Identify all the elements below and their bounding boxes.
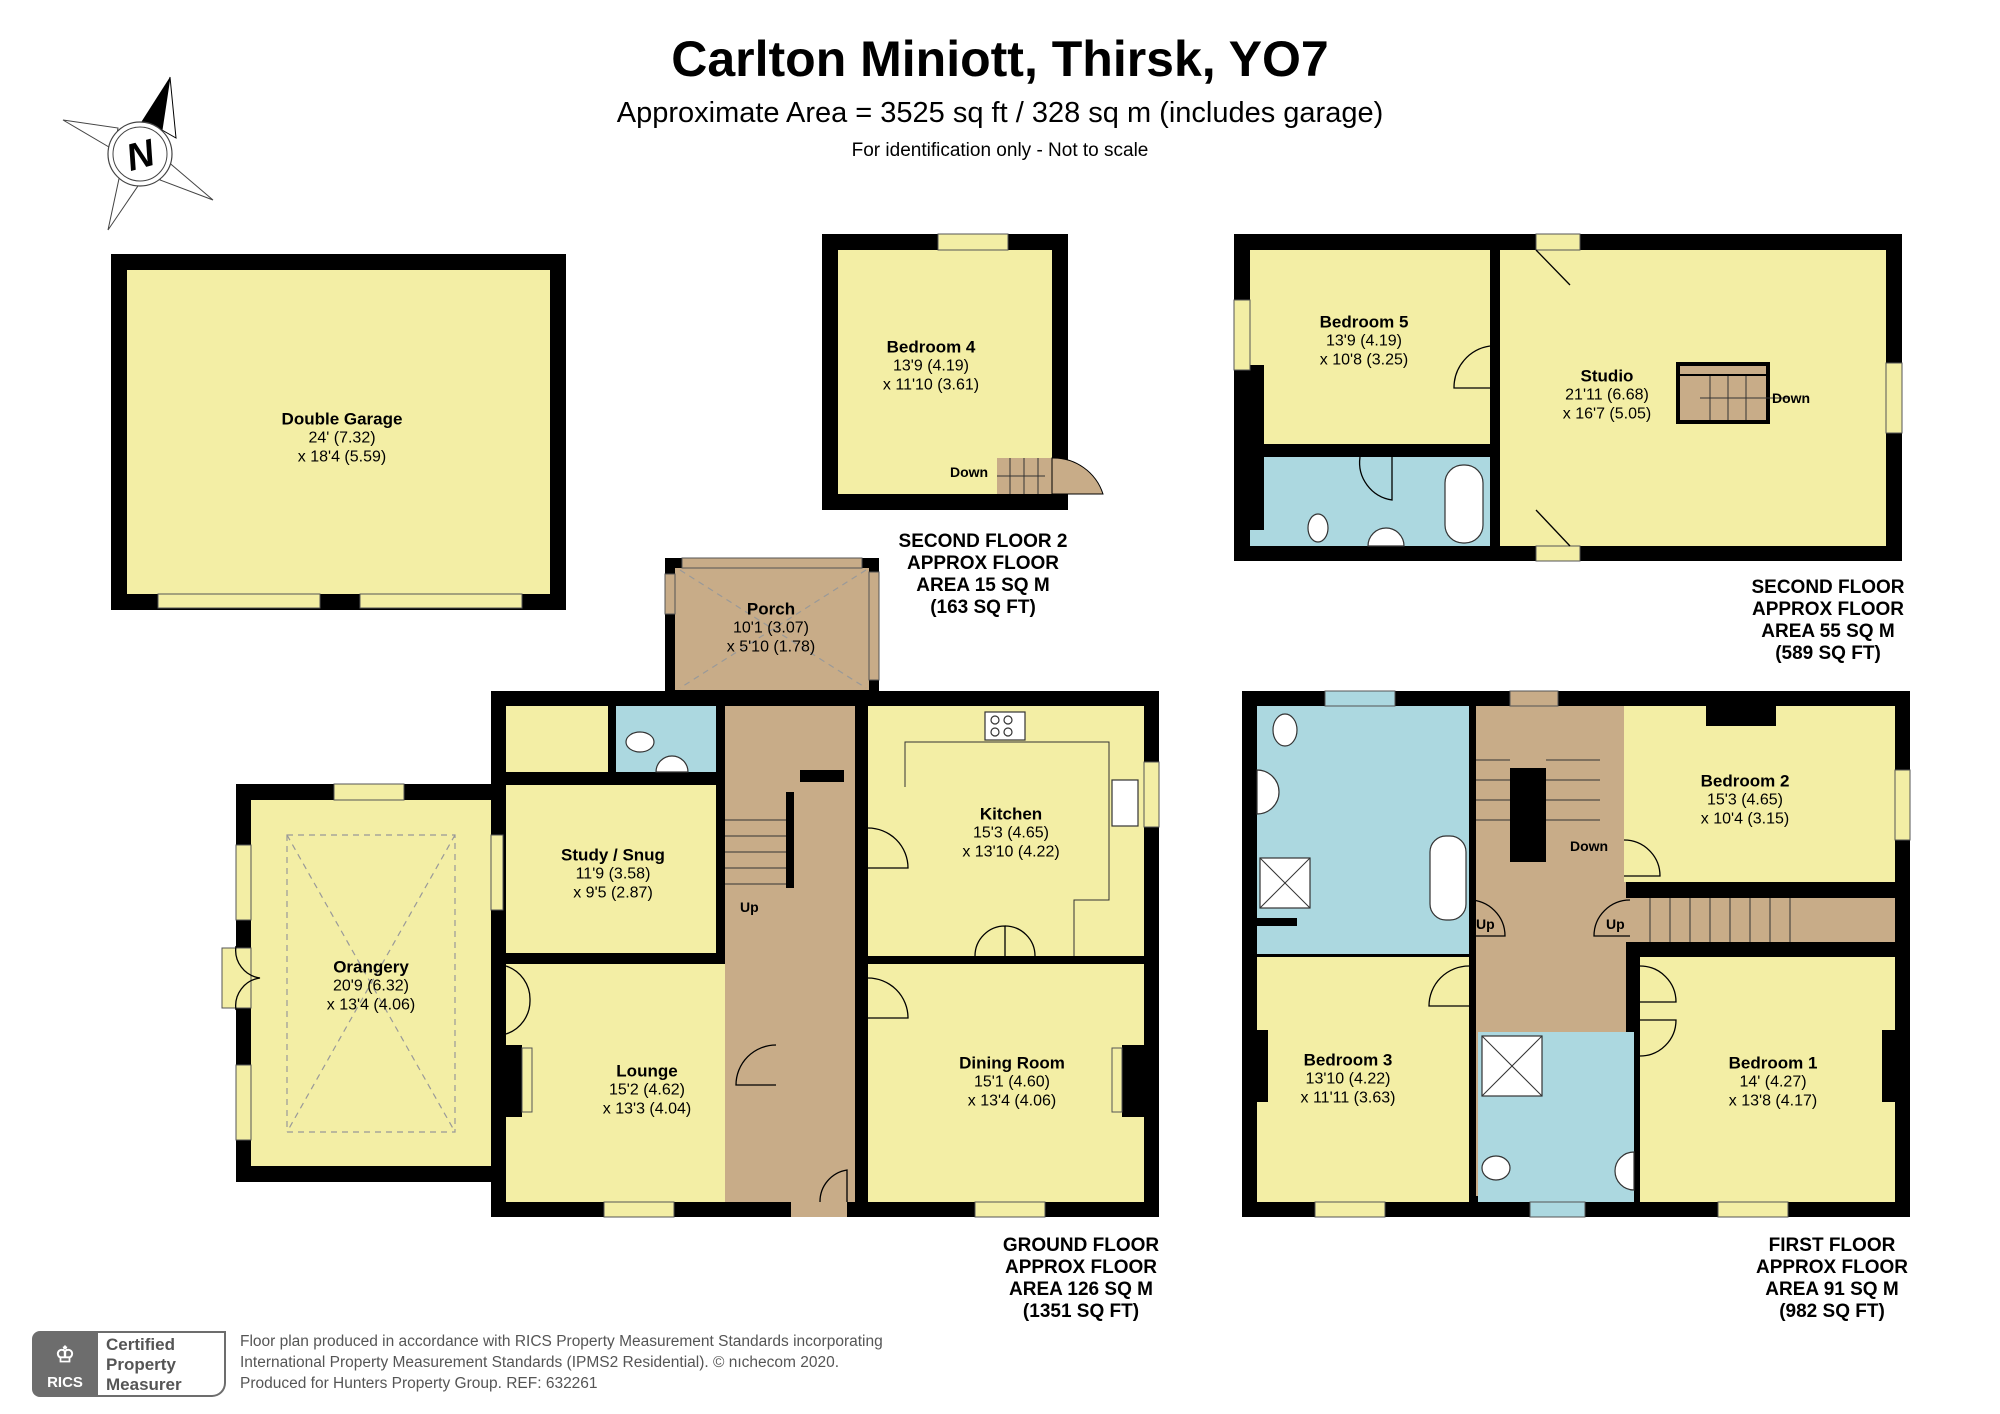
stairs-up-label: Up: [1476, 916, 1495, 932]
second-floor-2-plan: [822, 233, 1104, 510]
room-porch: Porch 10'1 (3.07) x 5'10 (1.78): [726, 599, 816, 656]
ground-floor-plan: [221, 557, 1160, 1218]
second-floor-plan: [1233, 233, 1903, 562]
footer-disclaimer: Floor plan produced in accordance with R…: [240, 1333, 883, 1392]
stairs-up-label: Up: [740, 899, 759, 915]
stairs-down-label: Down: [950, 464, 989, 480]
north-compass-icon: N: [62, 76, 214, 231]
page-title: Carlton Miniott, Thirsk, YO7: [671, 31, 1329, 87]
first-floor-plan: [1242, 690, 1911, 1218]
approximate-area: Approximate Area = 3525 sq ft / 328 sq m…: [616, 97, 1384, 129]
disclaimer-note: For identification only - Not to scale: [851, 140, 1149, 161]
floor-label-second-floor-2: SECOND FLOOR 2 APPROX FLOOR AREA 15 SQ M…: [898, 531, 1068, 618]
room-orangery: Orangery 20'9 (6.32) x 13'4 (4.06): [326, 957, 416, 1014]
room-bedroom-2: Bedroom 2 15'3 (4.65) x 10'4 (3.15): [1700, 771, 1790, 828]
room-double-garage: Double Garage 24' (7.32) x 18'4 (5.59): [281, 409, 403, 466]
floor-label-second-floor: SECOND FLOOR APPROX FLOOR AREA 55 SQ M (…: [1751, 577, 1905, 664]
room-dining-room: Dining Room 15'1 (4.60) x 13'4 (4.06): [959, 1053, 1065, 1110]
floor-label-first-floor: FIRST FLOOR APPROX FLOOR AREA 91 SQ M (9…: [1755, 1235, 1909, 1322]
rics-lion-icon: ♔: [55, 1342, 75, 1367]
room-bedroom-1: Bedroom 1 14' (4.27) x 13'8 (4.17): [1728, 1053, 1818, 1110]
room-lounge: Lounge 15'2 (4.62) x 13'3 (4.04): [602, 1061, 692, 1118]
room-kitchen: Kitchen 15'3 (4.65) x 13'10 (4.22): [962, 804, 1060, 861]
room-studio: Studio 21'11 (6.68) x 16'7 (5.05): [1562, 366, 1652, 423]
floor-label-ground-floor: GROUND FLOOR APPROX FLOOR AREA 126 SQ M …: [1002, 1235, 1160, 1322]
garage-plan: [111, 254, 566, 610]
footer: ♔ RICS Certified Property Measurer Floor…: [32, 1331, 883, 1397]
rics-badge: ♔ RICS: [32, 1331, 98, 1397]
certified-property-measurer-badge: Certified Property Measurer: [98, 1331, 226, 1397]
room-bedroom-4: Bedroom 4 13'9 (4.19) x 11'10 (3.61): [882, 337, 980, 394]
stairs-down-label: Down: [1570, 838, 1609, 854]
room-bedroom-5: Bedroom 5 13'9 (4.19) x 10'8 (3.25): [1319, 312, 1409, 369]
room-bedroom-3: Bedroom 3 13'10 (4.22) x 11'11 (3.63): [1300, 1050, 1396, 1107]
stairs-up-label: Up: [1606, 916, 1625, 932]
room-study-snug: Study / Snug 11'9 (3.58) x 9'5 (2.87): [561, 845, 665, 902]
stairs-down-label: Down: [1772, 390, 1811, 406]
